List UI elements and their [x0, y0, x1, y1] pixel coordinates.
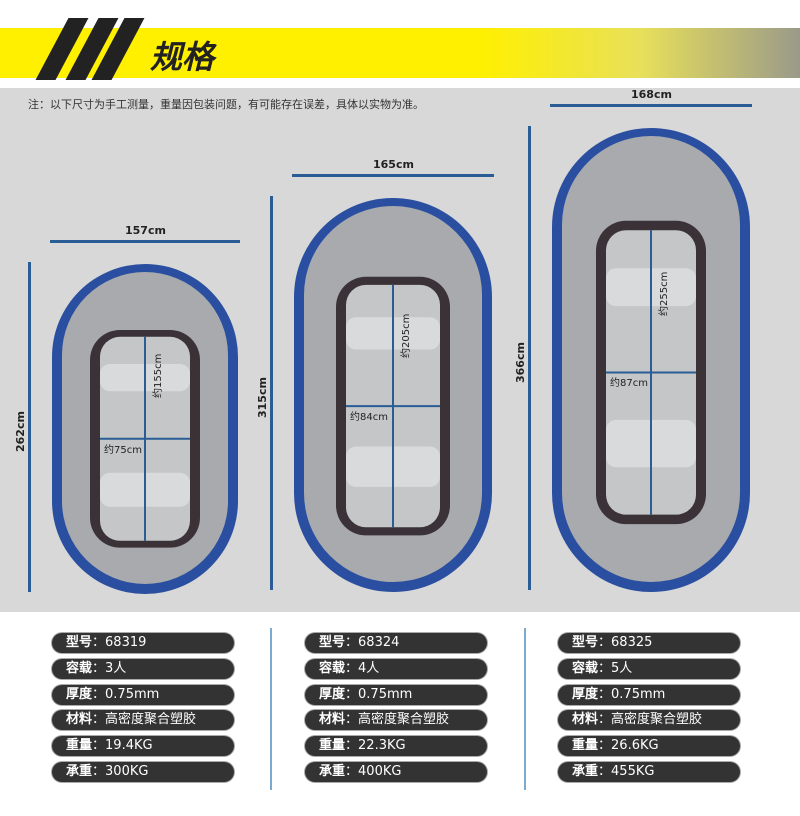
spec-value: 5人: [611, 660, 633, 676]
spec-value: 19.4KG: [105, 738, 153, 754]
spec-key: 厚度: [319, 686, 346, 702]
spec-key: 材料: [66, 712, 93, 728]
spec-row: 材料：高密度聚合塑胶: [52, 710, 234, 731]
length-dimension-line: [270, 196, 273, 590]
spec-key: 厚度: [572, 686, 599, 702]
spec-value: 0.75mm: [611, 686, 666, 702]
spec-row: 承重：455KG: [558, 762, 740, 782]
spec-value: 高密度聚合塑胶: [105, 712, 197, 728]
spec-value: 68325: [611, 635, 653, 650]
width-label: 168cm: [631, 88, 672, 101]
width-label: 165cm: [373, 158, 414, 171]
spec-value: 3人: [105, 660, 127, 676]
spec-key: 容载: [319, 660, 346, 676]
spec-row: 容载：4人: [305, 658, 487, 679]
spec-key: 材料: [572, 712, 599, 728]
length-label: 315cm: [256, 377, 269, 418]
spec-row: 承重：400KG: [305, 762, 487, 782]
spec-value: 68319: [105, 635, 147, 650]
spec-value: 0.75mm: [105, 686, 160, 702]
spec-row: 重量：19.4KG: [52, 736, 234, 757]
inner-width-label: 约87cm: [610, 378, 648, 390]
spec-value: 300KG: [105, 764, 149, 779]
spec-value: 高密度聚合塑胶: [358, 712, 450, 728]
spec-row: 厚度：0.75mm: [52, 684, 234, 705]
spec-row: 重量：26.6KG: [558, 736, 740, 757]
spec-row: 材料：高密度聚合塑胶: [558, 710, 740, 731]
width-label: 157cm: [125, 224, 166, 237]
spec-value: 400KG: [358, 764, 402, 779]
spec-key: 重量: [319, 738, 346, 754]
inner-length-label: 约255cm: [659, 271, 670, 316]
spec-value: 22.3KG: [358, 738, 406, 754]
spec-key: 容载: [66, 660, 93, 676]
spec-row: 厚度：0.75mm: [558, 684, 740, 705]
spec-row: 材料：高密度聚合塑胶: [305, 710, 487, 731]
spec-value: 高密度聚合塑胶: [611, 712, 703, 728]
spec-value: 4人: [358, 660, 380, 676]
column-divider: [270, 628, 272, 790]
spec-key: 厚度: [66, 686, 93, 702]
width-dimension-line: [550, 104, 752, 107]
spec-value: 0.75mm: [358, 686, 413, 702]
disclaimer-note: 注：以下尺寸为手工测量，重量因包装问题，有可能存在误差，具体以实物为准。: [28, 98, 424, 111]
spec-key: 重量: [66, 738, 93, 754]
spec-key: 型号: [572, 635, 599, 650]
boat-image: [52, 264, 238, 594]
boat-image: [552, 128, 750, 592]
spec-row: 容载：5人: [558, 658, 740, 679]
spec-row: 厚度：0.75mm: [305, 684, 487, 705]
inner-width-label: 约84cm: [350, 412, 388, 424]
length-label: 262cm: [14, 411, 27, 452]
page-title: 规格: [150, 38, 215, 76]
column-divider: [524, 628, 526, 790]
spec-row: 型号：68319: [52, 633, 234, 653]
inner-length-label: 约205cm: [401, 313, 412, 358]
spec-key: 型号: [66, 635, 93, 650]
spec-row: 型号：68324: [305, 633, 487, 653]
spec-key: 承重: [66, 764, 93, 779]
width-dimension-line: [292, 174, 494, 177]
spec-row: 承重：300KG: [52, 762, 234, 782]
length-label: 366cm: [514, 342, 527, 383]
spec-key: 材料: [319, 712, 346, 728]
width-dimension-line: [50, 240, 240, 243]
spec-row: 型号：68325: [558, 633, 740, 653]
length-dimension-line: [528, 126, 531, 590]
spec-row: 重量：22.3KG: [305, 736, 487, 757]
inner-length-label: 约155cm: [153, 353, 164, 398]
spec-key: 重量: [572, 738, 599, 754]
spec-key: 型号: [319, 635, 346, 650]
length-dimension-line: [28, 262, 31, 592]
spec-value: 455KG: [611, 764, 655, 779]
spec-key: 容载: [572, 660, 599, 676]
spec-key: 承重: [572, 764, 599, 779]
spec-row: 容载：3人: [52, 658, 234, 679]
spec-value: 26.6KG: [611, 738, 659, 754]
boat-image: [294, 198, 492, 592]
inner-width-label: 约75cm: [104, 444, 142, 456]
spec-value: 68324: [358, 635, 400, 650]
spec-key: 承重: [319, 764, 346, 779]
